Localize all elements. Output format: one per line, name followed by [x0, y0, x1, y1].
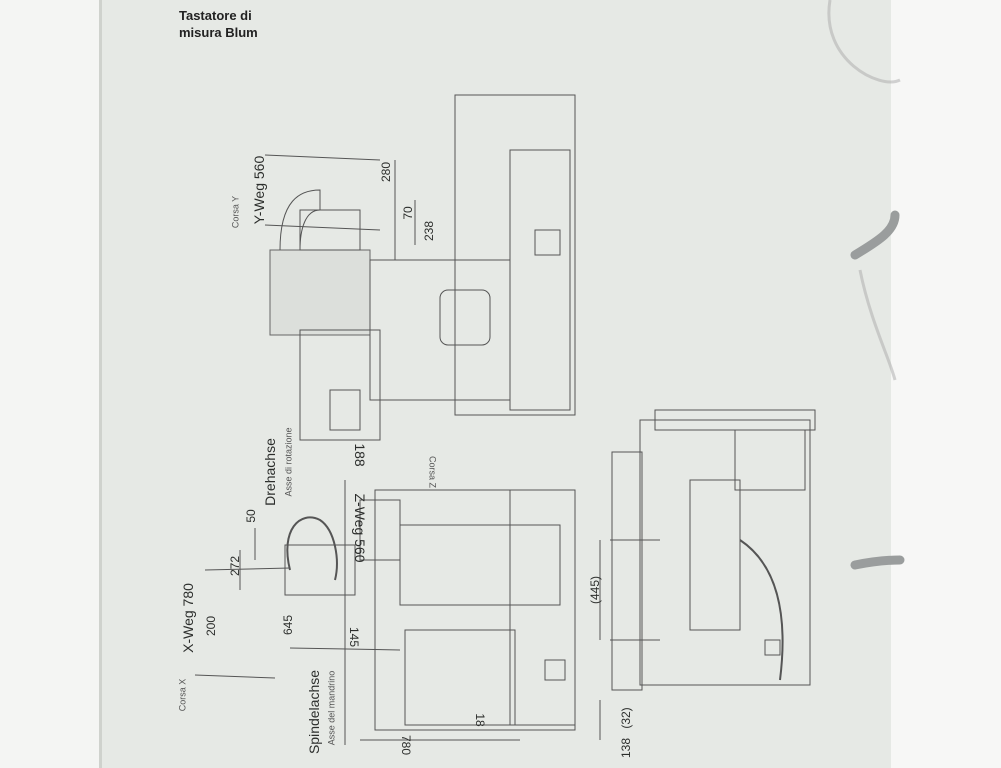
- page-title: Tastatore di misura Blum: [179, 7, 258, 41]
- dimension-18: 18: [473, 713, 487, 727]
- dimension-280: 280: [379, 161, 393, 183]
- dimension-145: 145: [347, 626, 361, 648]
- dimension-32: (32): [619, 707, 633, 729]
- machine-top-view: [264, 94, 576, 441]
- title-line-2: misura Blum: [179, 25, 258, 40]
- background: [891, 0, 1001, 768]
- dimension-200: 200: [204, 615, 218, 637]
- dimension-645: 645: [281, 614, 295, 636]
- page-edge: [99, 0, 102, 768]
- dimension-272: 272: [228, 555, 242, 577]
- y-weg-label: Y-Weg 560: [251, 155, 267, 225]
- title-line-1: Tastatore di: [179, 8, 252, 23]
- dimension-70: 70: [401, 206, 415, 220]
- binder-rings: [850, 210, 905, 570]
- x-weg-label: X-Weg 780: [180, 583, 196, 653]
- dimension-445: (445): [588, 575, 602, 605]
- drehachse-italian-label: Asse di rotazione: [283, 427, 294, 497]
- spindelachse-label: Spindelachse: [306, 669, 322, 755]
- corsa-x-label: Corsa X: [177, 678, 188, 712]
- z-weg-label: Z-Weg 560: [352, 493, 368, 563]
- machine-side-view: [194, 480, 576, 745]
- corsa-z-label: Corsa Z: [427, 455, 438, 489]
- document-page: [101, 0, 891, 768]
- dimension-238: 238: [422, 220, 436, 242]
- machine-front-view: [599, 409, 816, 740]
- dimension-138: 138: [619, 737, 633, 759]
- corsa-y-label: Corsa Y: [230, 195, 241, 229]
- drehachse-label: Drehachse: [262, 438, 278, 506]
- spindelachse-italian-label: Asse del mandrino: [326, 670, 337, 746]
- dimension-780: 780: [399, 734, 413, 756]
- dimension-50: 50: [244, 509, 258, 523]
- dimension-188: 188: [352, 443, 368, 467]
